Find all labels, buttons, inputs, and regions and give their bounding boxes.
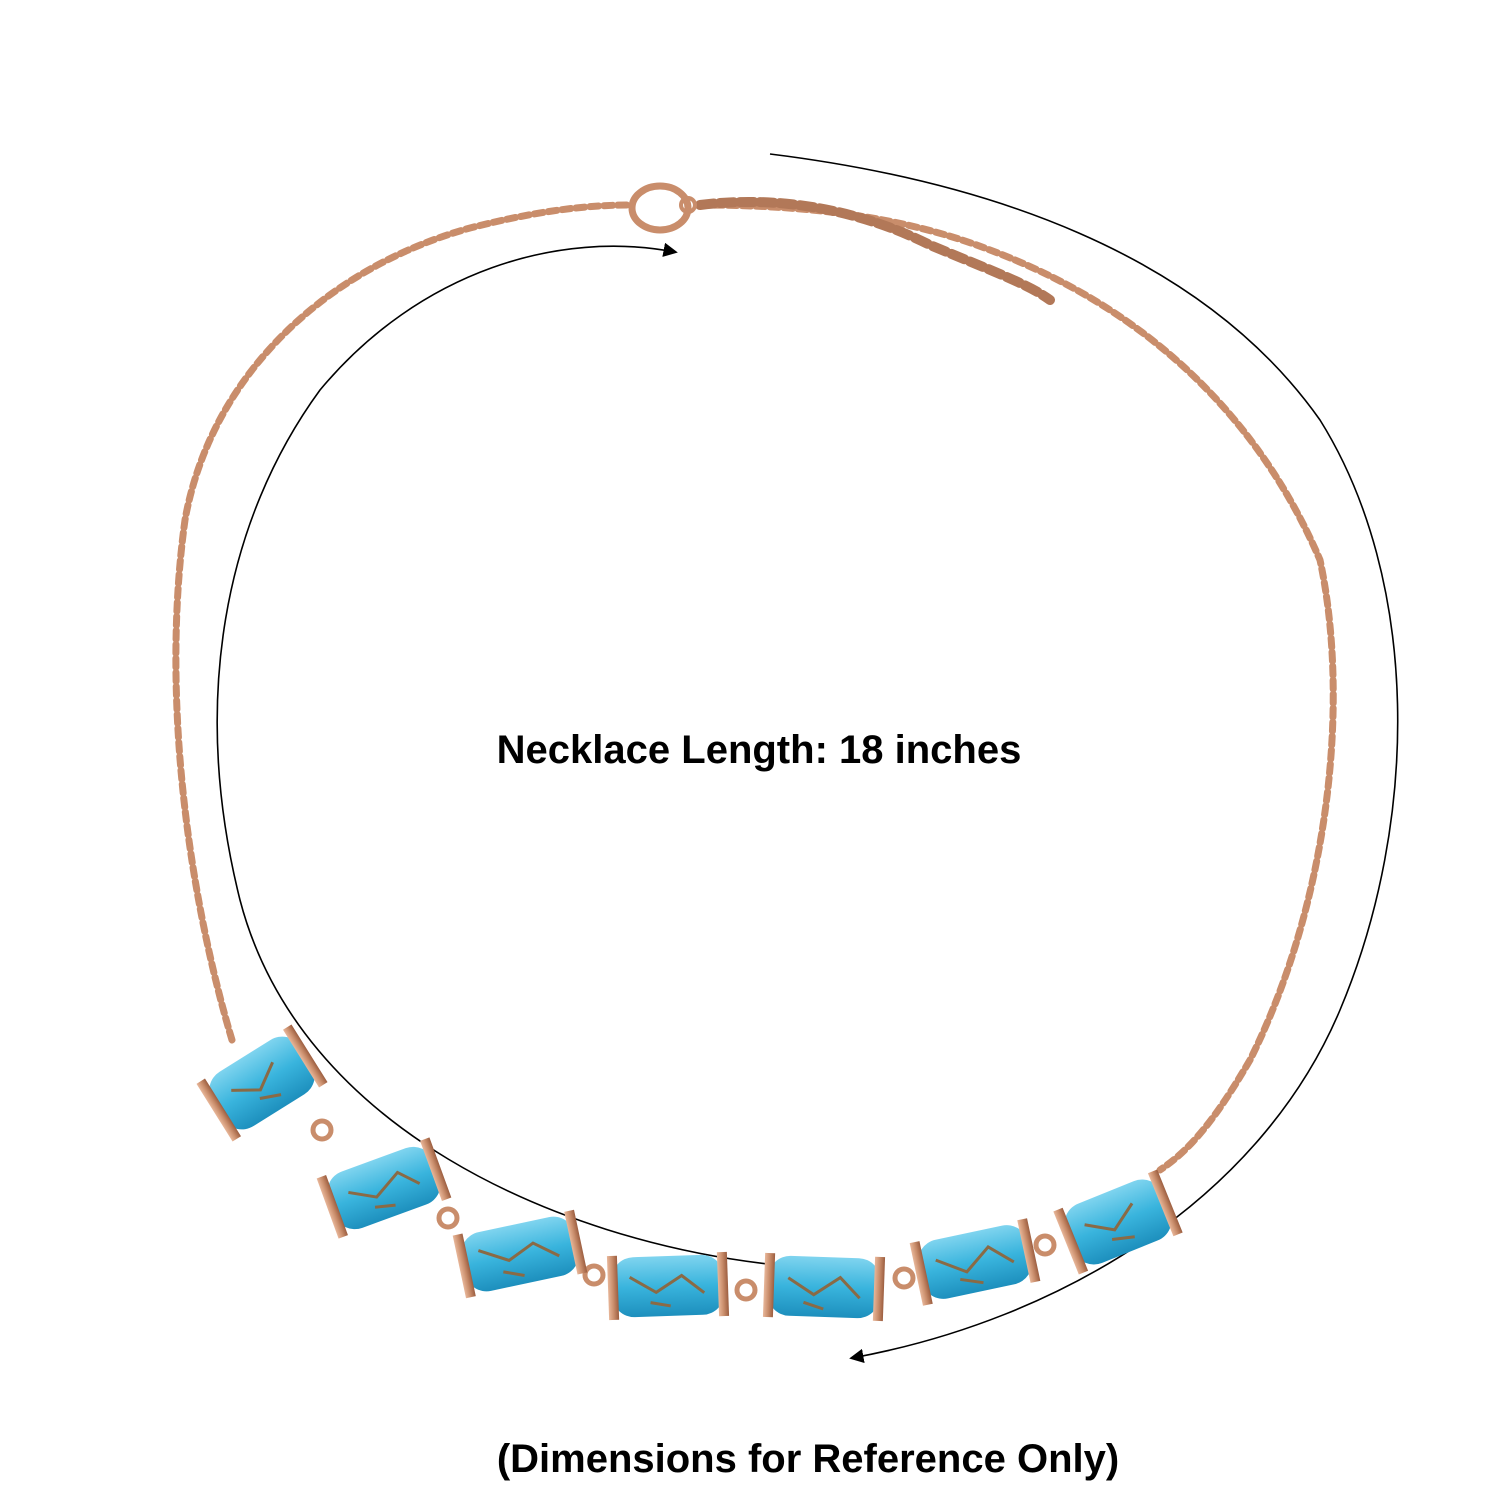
- stone-bead: [196, 1024, 328, 1142]
- chain-extender: [695, 196, 1055, 305]
- necklace-chain: [172, 196, 1337, 1302]
- stone-bead: [762, 1252, 886, 1322]
- stone-links: [310, 1118, 1057, 1302]
- stone-beads: [196, 1024, 1183, 1322]
- stone-bead: [909, 1218, 1041, 1306]
- stone-bead: [1053, 1169, 1183, 1275]
- left-arrow: [216, 242, 769, 1265]
- stone-bead: [452, 1209, 588, 1299]
- stone-bead: [316, 1137, 452, 1239]
- chain-left: [172, 201, 634, 1044]
- necklace-length-label: Necklace Length: 18 inches: [496, 728, 1022, 772]
- lobster-clasp-icon: [628, 182, 697, 234]
- chain-right: [696, 201, 1337, 1174]
- stone-bead: [606, 1251, 730, 1321]
- dimensions-disclaimer: (Dimensions for Reference Only): [496, 1437, 1120, 1481]
